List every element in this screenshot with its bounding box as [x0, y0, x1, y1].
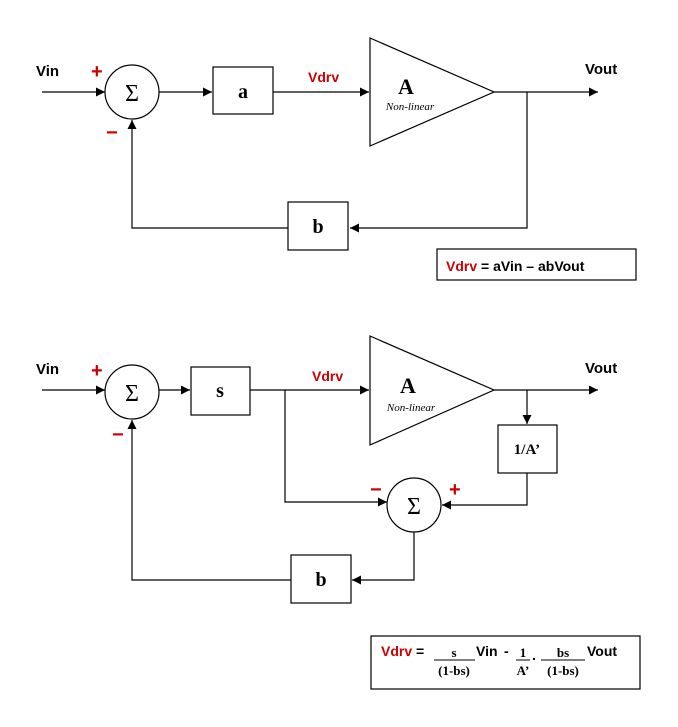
- top-block-b-label: b: [312, 216, 323, 238]
- top-vdrv-label: Vdrv: [308, 69, 339, 85]
- bottom-eq-frac1-den: (1-bs): [438, 663, 470, 678]
- top-eq-equals: =: [477, 258, 493, 274]
- bottom-block-inv: [497, 424, 558, 474]
- top-diagram: [42, 37, 637, 281]
- top-sum-symbol: Σ: [125, 81, 139, 107]
- bottom-eq-frac3-num: bs: [557, 645, 569, 660]
- bottom-b-to-sum-wire: [127, 420, 291, 581]
- bottom-vout-label: Vout: [585, 360, 617, 377]
- top-block-a-label: a: [238, 81, 248, 103]
- top-eq-term3: Vout: [554, 258, 584, 274]
- bottom-eq-frac2-den: A’: [517, 663, 530, 678]
- top-eq-lhs: Vdrv: [446, 258, 477, 274]
- top-amplifier: [369, 37, 496, 147]
- bottom-eq-frac3-den: (1-bs): [547, 663, 579, 678]
- top-vin-label: Vin: [36, 63, 59, 80]
- bottom-sum2-plus-sign: +: [449, 479, 461, 501]
- bottom-amp-label: A: [400, 373, 416, 398]
- bottom-block-s-label: s: [216, 380, 224, 402]
- bottom-block-inv-label: 1/A’: [514, 442, 540, 458]
- top-plus-sign: +: [91, 61, 103, 83]
- bottom-vdrv-to-sum2-wire: [284, 390, 387, 507]
- top-b-to-sum-wire: [127, 120, 288, 229]
- bottom-sum-symbol: Σ: [125, 381, 139, 407]
- bottom-block-b: [290, 554, 352, 604]
- bottom-eq-vout: Vout: [587, 643, 617, 659]
- bottom-inv-to-sum2-wire: [442, 473, 528, 510]
- top-amp-label: A: [398, 74, 414, 99]
- bottom-plus-sign: +: [91, 360, 103, 382]
- top-eq-term1: aVin –: [493, 258, 538, 274]
- bottom-vdrv-label: Vdrv: [312, 368, 343, 384]
- bottom-eq-lhs-vdrv: Vdrv: [381, 643, 412, 659]
- bottom-diagram: [42, 335, 641, 690]
- bottom-amp-sublabel: Non-linear: [386, 402, 436, 414]
- bottom-eq-frac2-num: 1: [520, 645, 527, 660]
- bottom-summing-junction: [104, 364, 160, 420]
- top-minus-sign: −: [106, 122, 118, 144]
- bottom-equation-box: [370, 635, 641, 690]
- bottom-eq-frac1-num: s: [451, 645, 456, 660]
- bottom-eq-lhs: Vdrv =: [381, 643, 428, 659]
- bottom-vin-label: Vin: [36, 361, 59, 378]
- bottom-sum2-minus-sign: −: [370, 479, 382, 501]
- bottom-sum2-symbol: Σ: [407, 494, 421, 520]
- top-equation-box: [436, 248, 637, 281]
- bottom-eq-dot: .: [532, 647, 536, 663]
- bottom-eq-vin: Vin: [476, 643, 498, 659]
- top-eq-term2: ab: [538, 258, 554, 274]
- top-labels: Vin Vout Vdrv + − Σ a b A Non-linear Vdr…: [36, 61, 617, 274]
- bottom-amplifier: [369, 335, 496, 446]
- top-equation: Vdrv = aVin – abVout: [446, 258, 585, 274]
- bottom-block-s: [190, 366, 251, 416]
- top-block-a: [212, 66, 274, 115]
- top-vout-label: Vout: [585, 61, 617, 78]
- top-feedback-wire: [350, 92, 528, 233]
- bottom-labels: Vin Vout Vdrv + − − + Σ Σ s b 1/A’ A Non…: [36, 360, 617, 678]
- bottom-eq-dash: -: [504, 643, 509, 659]
- bottom-eq-equals: =: [412, 643, 428, 659]
- bottom-sum2-to-b-wire: [352, 532, 415, 585]
- bottom-block-b-label: b: [315, 569, 326, 591]
- top-block-b: [287, 201, 349, 251]
- bottom-minus-sign: −: [112, 424, 124, 446]
- top-amp-sublabel: Non-linear: [385, 101, 435, 113]
